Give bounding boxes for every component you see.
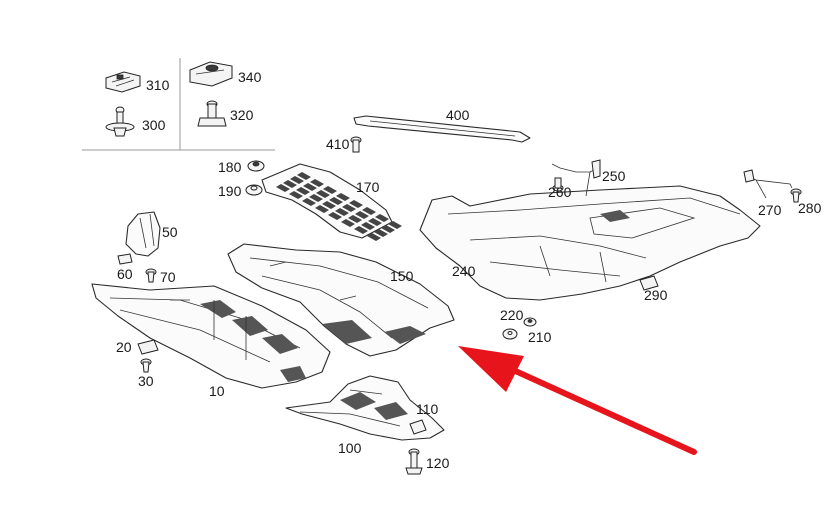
grid-cell	[361, 222, 375, 230]
part-400-strut	[353, 115, 531, 143]
arrow-shaft	[497, 361, 697, 455]
grid-cell	[323, 186, 337, 194]
part-300-screw	[105, 106, 135, 137]
grid-cell	[388, 221, 402, 229]
grid-cell	[362, 207, 376, 215]
part-50-bracket	[125, 211, 161, 257]
grid-cell	[302, 198, 316, 206]
grid-cell	[329, 197, 343, 205]
part-180-nut	[247, 160, 265, 172]
label-20: 20	[116, 339, 132, 355]
grid-cell	[355, 211, 369, 219]
part-270-link	[743, 169, 793, 199]
grid-cell	[375, 214, 389, 222]
label-70: 70	[160, 269, 176, 285]
part-110-clip	[409, 419, 427, 435]
label-280: 280	[798, 200, 822, 216]
grid-cell	[381, 225, 395, 233]
part-260-nut	[552, 177, 564, 192]
grid-cell	[289, 191, 303, 199]
grid-cell	[276, 184, 290, 192]
label-240: 240	[452, 263, 476, 279]
part-310-clip	[105, 71, 141, 93]
grid-cell	[328, 212, 342, 220]
red-pointer-arrow	[458, 346, 697, 455]
fastener-inset	[82, 58, 275, 151]
part-240-rear-underbody	[419, 185, 761, 301]
grid-cell	[297, 172, 311, 180]
grid-cell	[315, 205, 329, 213]
part-30-screw	[140, 358, 152, 373]
grid-cell	[335, 208, 349, 216]
grid-cell	[354, 226, 368, 234]
grid-cell	[322, 201, 336, 209]
label-120: 120	[426, 455, 450, 471]
grid-cell	[374, 229, 388, 237]
label-50: 50	[162, 224, 178, 240]
part-60-clip	[117, 253, 133, 265]
part-100-rear-panel	[285, 375, 445, 441]
grid-cell	[336, 193, 350, 201]
part-220-washer	[502, 328, 518, 340]
part-250-bracket	[551, 159, 601, 197]
part-320-bolt	[197, 100, 227, 127]
label-310: 310	[146, 77, 170, 93]
grid-cell	[368, 218, 382, 226]
label-30: 30	[138, 373, 154, 389]
label-340: 340	[238, 69, 262, 85]
grid-cell	[342, 204, 356, 212]
label-100: 100	[338, 440, 362, 456]
label-170: 170	[356, 179, 380, 195]
label-300: 300	[142, 117, 166, 133]
label-260: 260	[548, 184, 572, 200]
part-150-middle-panel	[227, 243, 455, 357]
label-410: 410	[326, 136, 350, 152]
label-250: 250	[602, 168, 626, 184]
grid-cell	[303, 183, 317, 191]
part-170-grid-panel	[261, 163, 402, 241]
label-270: 270	[758, 202, 782, 218]
part-410-bolt	[350, 136, 362, 153]
label-290: 290	[644, 287, 668, 303]
part-280-bolt	[790, 188, 802, 203]
label-210: 210	[528, 329, 552, 345]
label-110: 110	[416, 401, 439, 417]
label-150: 150	[390, 268, 414, 284]
grid-cell	[367, 233, 381, 241]
label-190: 190	[218, 183, 242, 199]
part-70-screw	[145, 268, 157, 283]
grid-cell	[290, 176, 304, 184]
grid-cell	[316, 190, 330, 198]
label-400: 400	[446, 107, 470, 123]
grid-cell	[348, 215, 362, 223]
label-220: 220	[500, 307, 524, 323]
part-20-clip	[137, 339, 159, 355]
label-10: 10	[209, 383, 225, 399]
grid-cell	[283, 180, 297, 188]
grid-cell	[341, 219, 355, 227]
grid-cell	[309, 194, 323, 202]
part-290-clip	[639, 275, 659, 291]
part-190-washer	[245, 184, 263, 196]
part-120-bolt	[405, 448, 423, 475]
label-320: 320	[230, 107, 254, 123]
part-10-front-panel	[91, 283, 331, 389]
grid-cell	[296, 187, 310, 195]
part-340-nut	[189, 61, 233, 87]
label-60: 60	[117, 266, 133, 282]
arrow-head	[458, 346, 524, 392]
grid-cell	[310, 179, 324, 187]
part-210-nut	[523, 317, 537, 327]
grid-cell	[349, 200, 363, 208]
label-180: 180	[218, 159, 242, 175]
